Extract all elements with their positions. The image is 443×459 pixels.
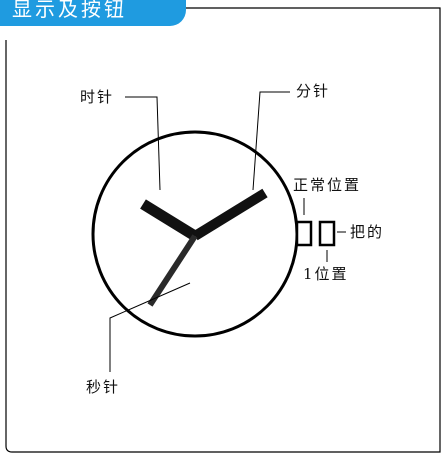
crown-position-1 — [318, 220, 336, 247]
label-crown: 把的 — [350, 223, 385, 241]
hour-hand-leader — [125, 96, 161, 191]
section-tab: 显示及按钮 — [0, 0, 186, 26]
minute-hand-leader — [252, 91, 290, 191]
label-position-1: 1位置 — [303, 265, 349, 283]
label-normal-position: 正常位置 — [293, 176, 362, 194]
minute-hand — [192, 188, 268, 241]
label-minute-hand: 分针 — [296, 82, 331, 100]
second-hand — [147, 234, 198, 307]
second-hand-leader — [109, 282, 191, 372]
panel-border — [5, 7, 441, 453]
hour-hand — [140, 199, 198, 241]
crown-normal-position — [295, 220, 313, 247]
label-second-hand: 秒针 — [86, 378, 121, 396]
label-hour-hand: 时针 — [80, 88, 115, 106]
section-title: 显示及按钮 — [12, 0, 127, 21]
